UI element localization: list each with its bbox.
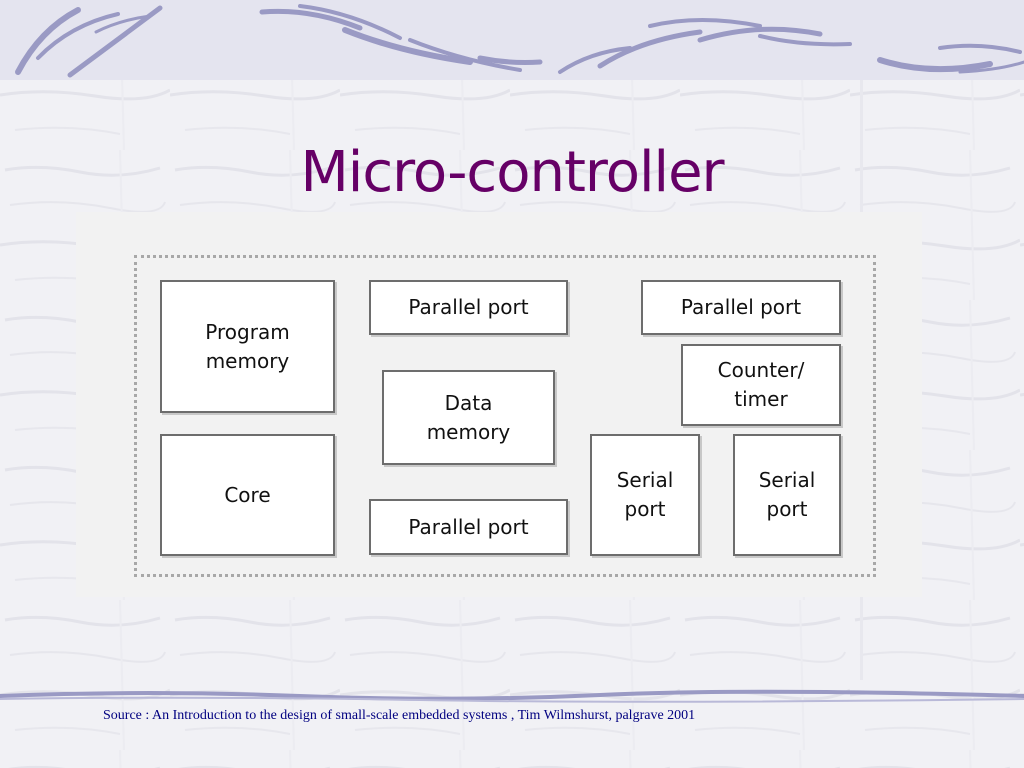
counter-timer-block: Counter/ timer xyxy=(681,344,841,426)
decorative-footer-stroke xyxy=(0,689,1024,703)
core-block: Core xyxy=(160,434,335,556)
serial-port-1-block: Serial port xyxy=(590,434,700,556)
parallel-port-bottom-block: Parallel port xyxy=(369,499,568,555)
source-citation: Source : An Introduction to the design o… xyxy=(103,708,696,723)
chip-boundary-dotted xyxy=(134,255,876,577)
parallel-port-right-block: Parallel port xyxy=(641,280,841,335)
decorative-header-band xyxy=(0,0,1024,80)
microcontroller-block-diagram: Program memory Core Parallel port Data m… xyxy=(76,212,922,597)
data-memory-block: Data memory xyxy=(382,370,555,465)
parallel-port-top-block: Parallel port xyxy=(369,280,568,335)
slide-title: Micro-controller xyxy=(300,140,724,205)
decorative-swash-strokes xyxy=(15,4,1024,78)
program-memory-block: Program memory xyxy=(160,280,335,413)
serial-port-2-block: Serial port xyxy=(733,434,841,556)
